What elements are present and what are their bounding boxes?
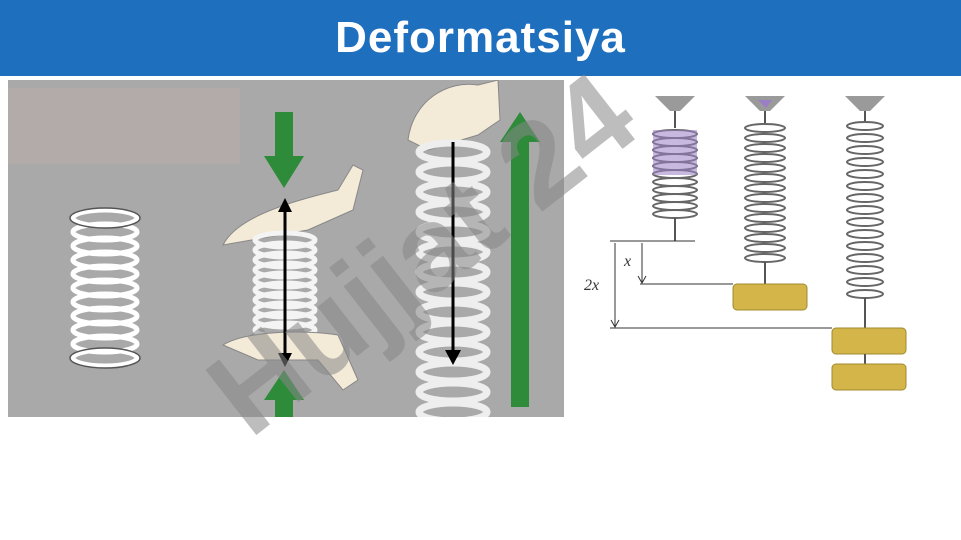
stretched-spring [407, 79, 501, 425]
green-arrow-up [264, 370, 304, 417]
spring-deformation-illustration [8, 79, 564, 425]
spring-one-weight [732, 96, 808, 311]
springs-drawing [69, 79, 540, 425]
relaxed-spring [69, 207, 141, 369]
springs-weights-diagram: x 2x [584, 96, 907, 391]
covered-label-area [8, 88, 240, 164]
green-arrow-down [264, 112, 304, 188]
spring-unloaded [652, 96, 698, 241]
page-title: Deformatsiya [335, 13, 626, 62]
spring-two-weights [831, 96, 907, 391]
label-2x: 2x [584, 277, 599, 294]
label-x: x [623, 253, 631, 270]
green-arrow-up-large [500, 112, 540, 407]
displacement-markers [610, 240, 832, 329]
hooke-law-figure: x 2x [570, 86, 950, 406]
compressed-spring [221, 164, 364, 391]
title-bar: Deformatsiya [0, 0, 961, 76]
